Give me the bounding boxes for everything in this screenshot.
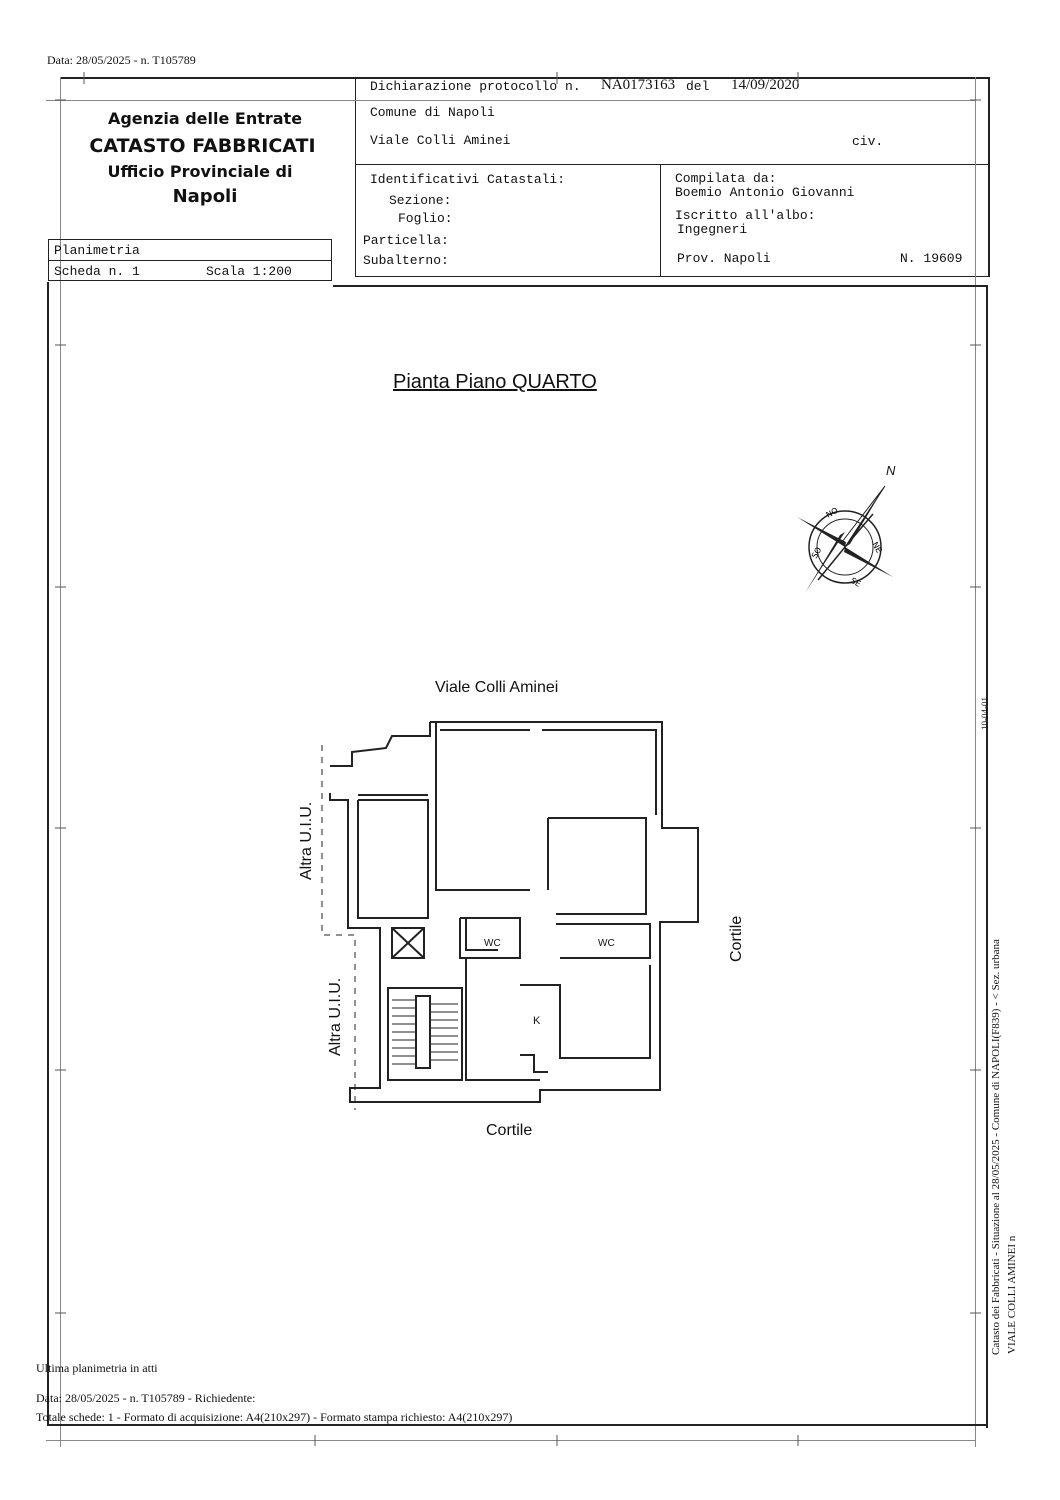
frame-inner-left <box>60 77 61 1447</box>
frame-header-mid <box>355 164 989 165</box>
compiled-name: Boemio Antonio Giovanni <box>675 185 855 200</box>
frame-header-right <box>988 77 990 277</box>
declaration-address: Viale Colli Aminei <box>370 133 511 148</box>
identifiers-title: Identificativi Catastali: <box>370 172 566 187</box>
planimetria-scheda: Scheda n. 1 <box>54 264 140 279</box>
declaration-comune: Comune di Napoli <box>370 105 495 120</box>
declaration-del: del <box>686 79 710 94</box>
wc2-label: WC <box>598 938 615 949</box>
frame-header-left <box>355 77 356 277</box>
identifiers-foglio: Foglio: <box>398 211 453 226</box>
compiled-number: N. 19609 <box>900 251 963 266</box>
north-label: N <box>886 463 896 478</box>
agency-line1: Agenzia delle Entrate <box>107 109 303 128</box>
declaration-label: Dichiarazione protocollo n. <box>370 79 581 94</box>
kitchen-label: K <box>533 1015 541 1027</box>
frame-top <box>60 77 990 79</box>
compiled-albo-label: Iscritto all'albo: <box>675 208 816 223</box>
declaration-civ: civ. <box>852 134 884 149</box>
footer-line2: Data: 28/05/2025 - n. T105789 - Richiede… <box>36 1391 256 1405</box>
frame-inner-right <box>975 77 976 1447</box>
planimetria-box <box>48 239 332 281</box>
frame-header-split <box>660 164 661 276</box>
identifiers-subalterno: Subalterno: <box>363 253 449 268</box>
bottom-cortile-label: Cortile <box>486 1122 533 1139</box>
agency-line2: CATASTO FABBRICATI <box>89 135 316 157</box>
drawing-frame-right <box>986 285 988 1428</box>
street-top-label: Viale Colli Aminei <box>435 679 559 696</box>
compiled-prov: Prov. Napoli <box>677 251 771 266</box>
agency-line4: Napoli <box>172 186 238 207</box>
agency-line3: Ufficio Provinciale di <box>107 162 293 181</box>
floor-plan <box>321 721 699 1110</box>
identifiers-sezione: Sezione: <box>389 193 452 208</box>
compiled-label: Compilata da: <box>675 171 777 186</box>
frame-header-bottom <box>355 276 989 277</box>
footer-line1: Ultima planimetria in atti <box>36 1361 158 1375</box>
top-stamp: Data: 28/05/2025 - n. T105789 <box>47 53 196 67</box>
footer-line3: Totale schede: 1 - Formato di acquisizio… <box>36 1410 513 1424</box>
drawing-frame-top <box>333 285 988 287</box>
planimetria-label: Planimetria <box>54 243 140 258</box>
drawing-frame-left <box>47 282 49 1425</box>
compass-rose: NO NE SO SE <box>797 485 893 593</box>
wc1-label: WC <box>484 938 501 949</box>
declaration-date: 14/09/2020 <box>731 77 800 93</box>
planimetria-scala: Scala 1:200 <box>206 264 292 279</box>
declaration-number: NA0173163 <box>601 77 676 93</box>
frame-inner-top <box>46 100 976 101</box>
planimetria-divider <box>49 260 331 261</box>
frame-inner-bottom <box>46 1440 976 1441</box>
identifiers-particella: Particella: <box>363 233 449 248</box>
svg-text:SE: SE <box>849 576 862 589</box>
plan-title: Pianta Piano QUARTO <box>393 371 597 393</box>
compiled-albo: Ingegneri <box>677 222 748 237</box>
drawing-frame-bottom <box>47 1424 988 1426</box>
